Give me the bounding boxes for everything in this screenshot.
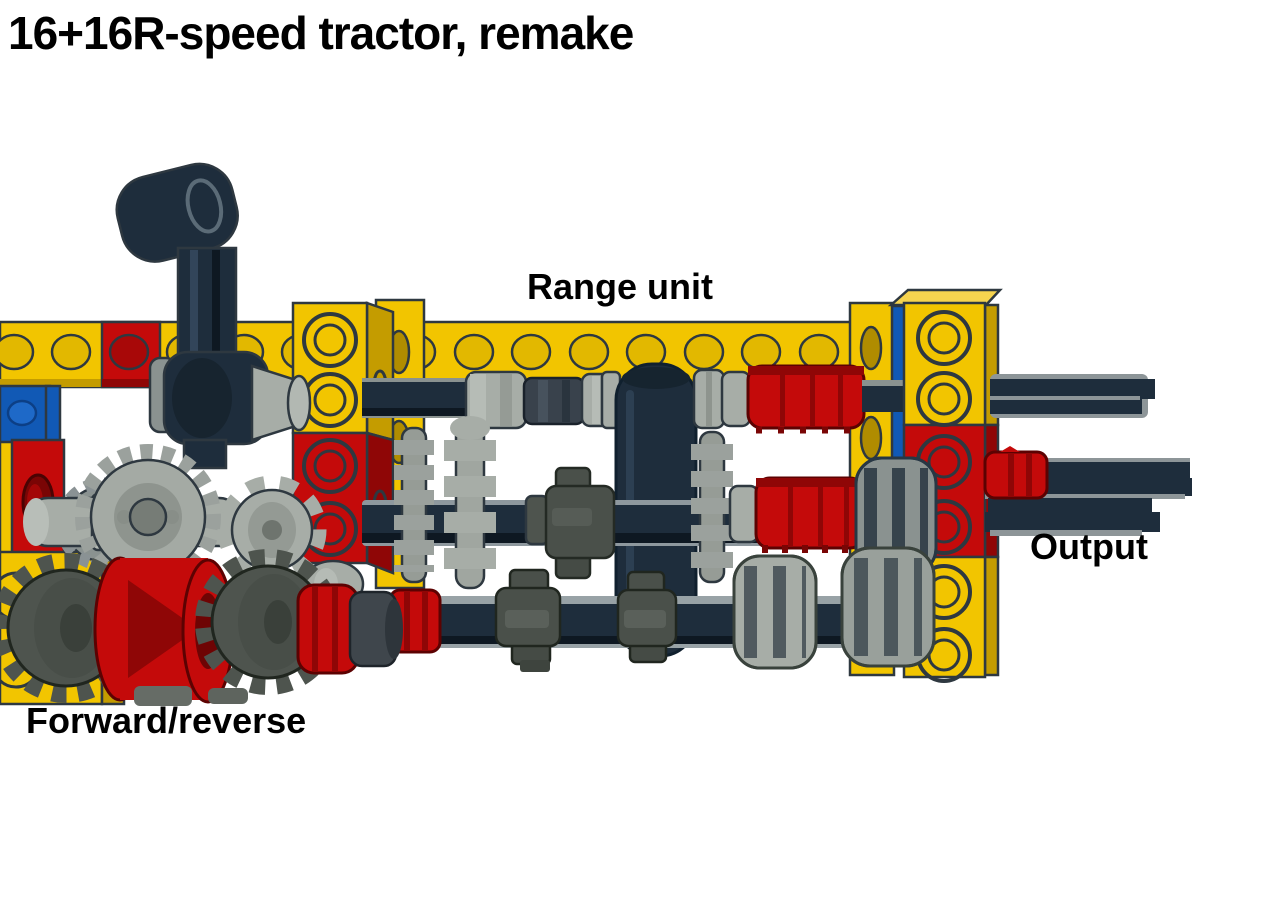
page-title: 16+16R-speed tractor, remake	[8, 7, 634, 59]
clutch-gear-2	[616, 570, 678, 664]
middle-shaft	[362, 416, 866, 590]
label-range-unit: Range unit	[527, 266, 713, 307]
driving-ring-top	[720, 364, 866, 434]
driving-ring-middle	[728, 476, 866, 553]
label-forward-reverse: Forward/reverse	[26, 700, 307, 741]
label-output: Output	[1030, 526, 1148, 567]
output-axles	[983, 374, 1192, 536]
axle-joiner-middle	[544, 466, 616, 580]
forward-reverse-gears	[0, 549, 403, 706]
gear-lever	[115, 162, 312, 470]
clutch-gear-1	[494, 568, 562, 672]
knob-wheels	[732, 456, 938, 670]
red-output-connector	[983, 446, 1049, 500]
red-clutch-gear	[296, 583, 403, 675]
